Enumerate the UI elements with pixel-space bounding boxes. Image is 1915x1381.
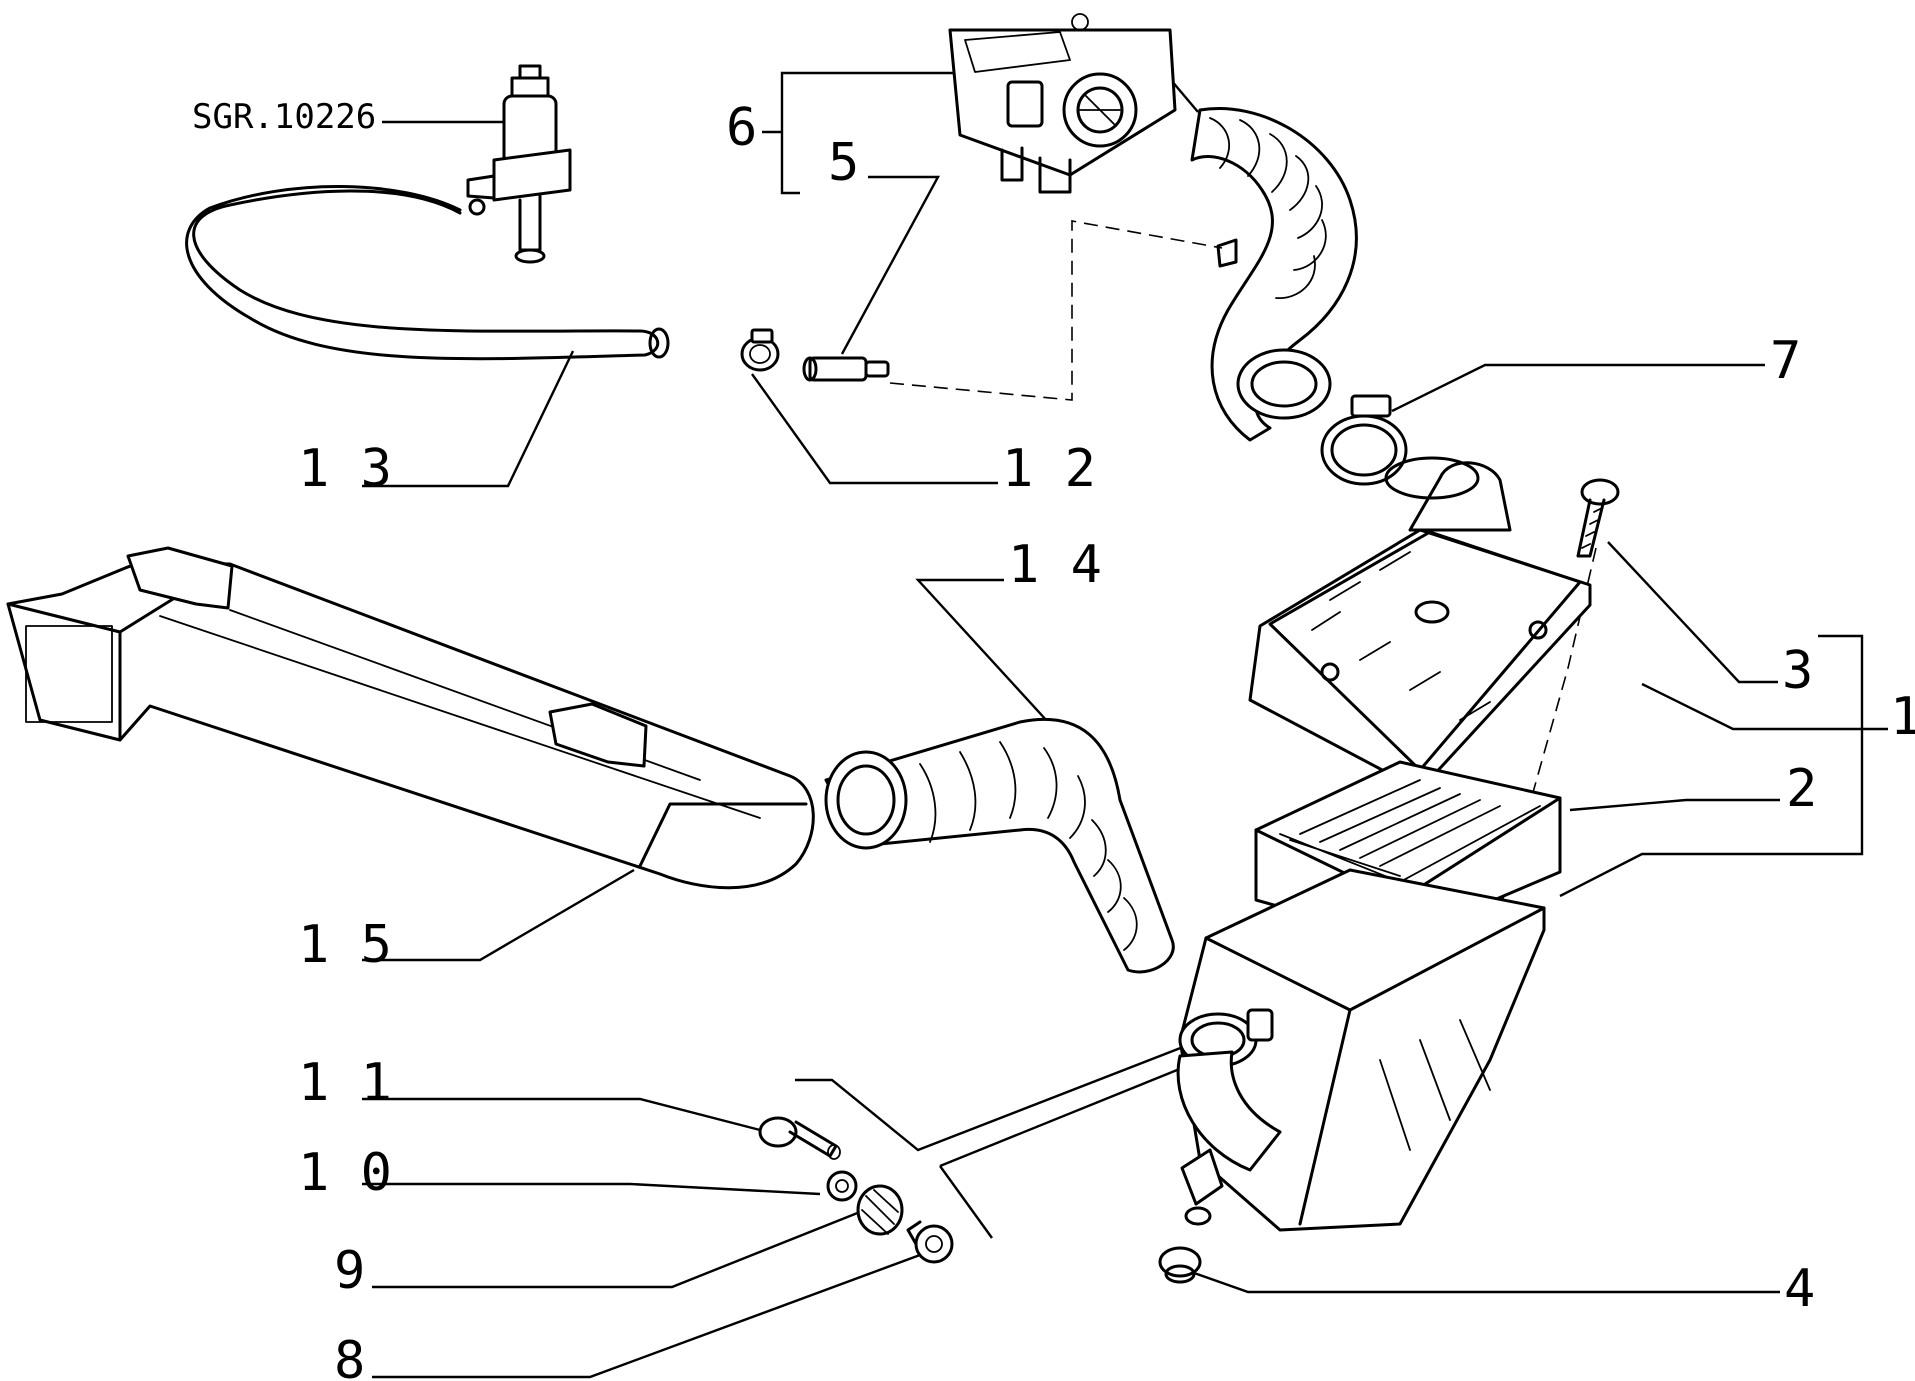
assembly-dashed-lines (889, 220, 1597, 925)
intake-hose-14 (824, 717, 1175, 974)
screw-3 (1576, 478, 1620, 558)
rubber-bush-9 (856, 1184, 904, 1236)
leader-2b (1559, 852, 1818, 898)
callout-6-label: 6 (726, 98, 757, 158)
intake-duct-15 (6, 546, 815, 890)
leader-lines (362, 71, 1888, 1379)
callout-10-label: 1 0 (298, 1143, 392, 1203)
leader-1-bracket (1818, 634, 1888, 856)
leader-13 (362, 350, 575, 488)
leader-1 (1641, 682, 1862, 731)
leader-11 (362, 1097, 761, 1132)
callout-13-label: 1 3 (298, 439, 392, 499)
washer-10 (826, 1170, 858, 1202)
leader-10 (362, 1182, 821, 1196)
leader-6 (762, 71, 1199, 195)
spacer-8 (906, 1220, 954, 1264)
callout-1-label: 1 (1890, 687, 1915, 747)
air-duct-6 (1190, 107, 1358, 442)
callout-5-label: 5 (828, 133, 859, 193)
leader-7 (1391, 363, 1765, 413)
callout-15-label: 1 5 (298, 915, 392, 975)
callout-3-label: 3 (1782, 641, 1813, 701)
small-clamp-12 (740, 328, 780, 372)
leader-5 (840, 175, 941, 355)
leader-12 (751, 373, 998, 485)
valve-sgr10226 (466, 64, 572, 264)
callout-7-label: 7 (1770, 331, 1801, 391)
callout-labels: SGR.10226 6 5 7 1 3 1 2 1 4 3 1 2 1 5 1 … (192, 97, 1915, 1381)
bolt-11 (758, 1116, 841, 1160)
leader-2 (1569, 798, 1780, 812)
reference-code-label: SGR.10226 (192, 97, 376, 137)
callout-14-label: 1 4 (1008, 535, 1102, 595)
airbox-cover-1 (1248, 456, 1592, 792)
leader-9 (372, 1206, 871, 1289)
leader-14 (915, 578, 1049, 723)
callout-8-label: 8 (334, 1331, 365, 1381)
callout-11-label: 1 1 (298, 1053, 392, 1113)
leader-4 (1179, 1266, 1780, 1294)
airbox-body-1 (1176, 868, 1546, 1232)
leader-3 (1607, 541, 1778, 684)
callout-9-label: 9 (334, 1241, 365, 1301)
callout-2-label: 2 (1786, 759, 1817, 819)
connector-5 (802, 356, 890, 382)
leader-8 (372, 1253, 921, 1379)
leader-15 (362, 868, 635, 962)
throttle-body-6 (948, 13, 1177, 194)
hose-clamp-7 (1320, 394, 1408, 486)
grommet-4 (1158, 1246, 1202, 1284)
callout-12-label: 1 2 (1002, 439, 1096, 499)
callout-4-label: 4 (1784, 1259, 1815, 1319)
hose-13 (185, 184, 670, 361)
